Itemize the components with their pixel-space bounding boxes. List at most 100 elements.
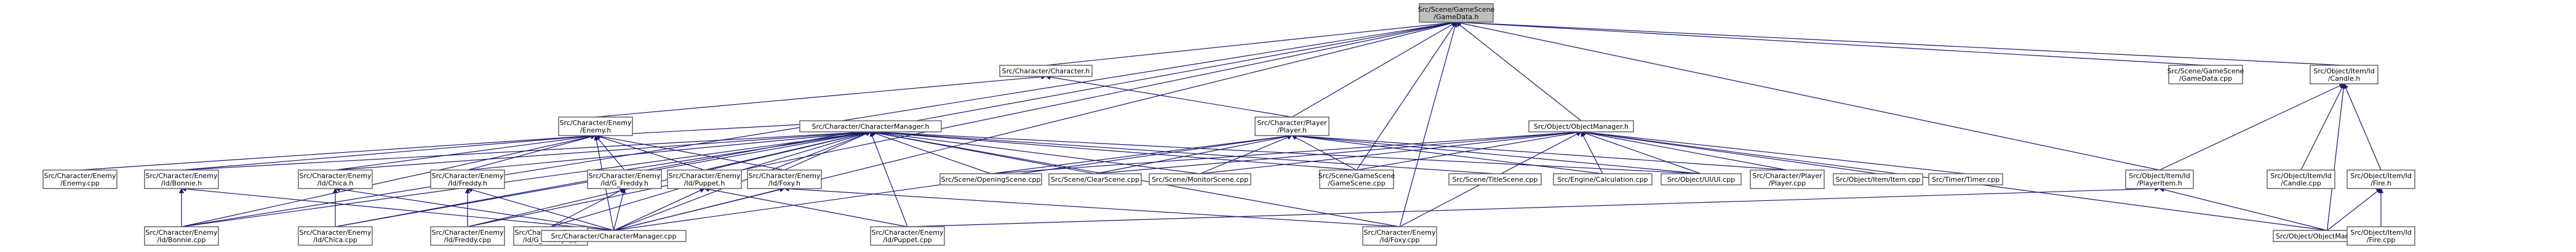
node-box bbox=[747, 169, 822, 189]
node-box bbox=[1528, 120, 1634, 132]
edge-line bbox=[704, 187, 908, 227]
edge-player_h-to-gamedata_h bbox=[1291, 22, 1457, 118]
node-bonnie-cpp[interactable]: Src/Character/Enemy/Id/Bonnie.cpp bbox=[144, 226, 219, 246]
node-monitor-cpp[interactable]: Src/Scene/MonitorScene.cpp bbox=[1149, 173, 1251, 185]
node-fire-cpp[interactable]: Src/Object/Item/Id/Fire.cpp bbox=[2347, 226, 2415, 246]
node-charmgr-cpp[interactable]: Src/Character/CharacterManager.cpp bbox=[541, 230, 687, 242]
edge-playeritem_h-to-gamedata_h bbox=[1456, 20, 2160, 171]
node-gamedata-cpp[interactable]: Src/Scene/GameScene/GameData.cpp bbox=[2167, 65, 2244, 84]
node-label-line: Src/Character/Player bbox=[1752, 172, 1822, 180]
node-enemy-h[interactable]: Src/Character/Enemy/Enemy.h bbox=[558, 116, 633, 136]
node-chica-h[interactable]: Src/Character/Enemy/Id/Chica.h bbox=[298, 169, 373, 189]
edge-freddy_cpp-to-gamedata_h bbox=[467, 20, 1457, 227]
edge-line bbox=[613, 131, 871, 231]
node-calc-cpp[interactable]: Src/Engine/Calculation.cpp bbox=[1553, 173, 1653, 185]
node-label-line: /Candle.h bbox=[2328, 75, 2360, 83]
node-label-line: Src/Character/Enemy bbox=[146, 229, 218, 237]
node-box bbox=[1661, 173, 1742, 185]
edge-foxy_h-to-charmgr_h bbox=[784, 131, 871, 171]
edge-opening_cpp-to-charmgr_h bbox=[870, 131, 991, 174]
edge-line bbox=[2159, 83, 2345, 171]
node-candle-cpp[interactable]: Src/Object/Item/Id/Candle.cpp bbox=[2267, 169, 2335, 189]
node-clear-cpp[interactable]: Src/Scene/ClearScene.cpp bbox=[1048, 173, 1142, 185]
node-box bbox=[2267, 169, 2335, 189]
node-fire-h[interactable]: Src/Object/Item/Id/Fire.h bbox=[2347, 169, 2415, 189]
edge-calc_cpp-to-objmgr_h bbox=[1581, 131, 1603, 174]
node-label-line: Src/Object/Item/Id bbox=[2350, 172, 2412, 180]
node-label-line: /Id/Freddy.h bbox=[448, 179, 487, 187]
node-label-line: Src/Scene/GameScene bbox=[1418, 6, 1495, 14]
node-puppet-cpp[interactable]: Src/Character/Enemy/Id/Puppet.cpp bbox=[870, 226, 945, 246]
edge-player_cpp-to-player_h bbox=[1291, 133, 1788, 171]
node-enemy-cpp[interactable]: Src/Character/Enemy/Enemy.cpp bbox=[42, 169, 118, 189]
node-box bbox=[298, 169, 373, 189]
node-box bbox=[1750, 169, 1825, 189]
node-playeritem-h[interactable]: Src/Object/Item/Id/PlayerItem.h bbox=[2125, 169, 2194, 189]
edge-line bbox=[181, 129, 871, 171]
edge-line bbox=[181, 133, 596, 171]
node-ui-cpp[interactable]: Src/Object/UI/UI.cpp bbox=[1661, 173, 1742, 185]
edge-foxy_cpp-to-gamedata_h bbox=[1399, 22, 1458, 227]
node-opening-cpp[interactable]: Src/Scene/OpeningScene.cpp bbox=[939, 173, 1042, 185]
edge-line bbox=[467, 129, 871, 171]
node-box bbox=[1319, 169, 1394, 189]
edge-line bbox=[869, 131, 908, 227]
node-box bbox=[2125, 169, 2194, 189]
node-label-line: Src/Character/CharacterManager.h bbox=[811, 123, 929, 131]
edge-line bbox=[1356, 130, 1582, 171]
edge-line bbox=[1581, 129, 1878, 174]
node-title-cpp[interactable]: Src/Scene/TitleScene.cpp bbox=[1448, 173, 1542, 185]
edge-bonnie_h-to-enemy_h bbox=[181, 133, 596, 171]
node-label-line: Src/Character/Enemy bbox=[300, 172, 372, 180]
edge-candle_cpp-to-candle_h bbox=[2300, 83, 2345, 171]
node-timer-cpp[interactable]: Src/Timer/Timer.cpp bbox=[1928, 173, 2003, 185]
edge-opening_cpp-to-player_h bbox=[991, 133, 1293, 174]
edges-layer bbox=[79, 20, 2384, 231]
edge-line bbox=[1456, 20, 2206, 66]
edge-line bbox=[991, 133, 1293, 174]
edge-gamedata_cpp-to-gamedata_h bbox=[1456, 20, 2206, 66]
node-box bbox=[2347, 226, 2415, 246]
edge-line bbox=[870, 129, 1496, 174]
node-player-cpp[interactable]: Src/Character/Player/Player.cpp bbox=[1750, 169, 1825, 189]
node-charmgr-h[interactable]: Src/Character/CharacterManager.h bbox=[799, 120, 942, 132]
node-chica-cpp[interactable]: Src/Character/Enemy/Id/Chica.cpp bbox=[298, 226, 373, 246]
node-puppet-h[interactable]: Src/Character/Enemy/Id/Puppet.h bbox=[667, 169, 742, 189]
node-label-line: /Fire.h bbox=[2371, 179, 2391, 187]
node-foxy-cpp[interactable]: Src/Character/Enemy/Id/Foxy.cpp bbox=[1362, 226, 1437, 246]
node-gfreddy-h[interactable]: Src/Character/Enemy/Id/G_Freddy.h bbox=[587, 169, 662, 189]
node-label-line: Src/Character/CharacterManager.cpp bbox=[551, 232, 676, 240]
node-bonnie-h[interactable]: Src/Character/Enemy/Id/Bonnie.h bbox=[144, 169, 219, 189]
edge-line bbox=[595, 74, 1047, 118]
node-label-line: /PlayerItem.h bbox=[2137, 179, 2182, 187]
edge-line bbox=[2327, 188, 2382, 231]
node-freddy-h[interactable]: Src/Character/Enemy/Id/Freddy.h bbox=[430, 169, 505, 189]
edge-objmgr_cpp-to-playeritem_h bbox=[2159, 187, 2327, 231]
node-box bbox=[144, 226, 219, 246]
node-character-h[interactable]: Src/Character/Character.h bbox=[999, 65, 1093, 77]
node-candle-h[interactable]: Src/Object/Item/Id/Candle.h bbox=[2310, 65, 2379, 84]
node-label-line: Src/Object/Item/Id bbox=[2350, 229, 2412, 237]
edge-line bbox=[1045, 75, 1293, 118]
node-label-line: Src/Character/Enemy bbox=[432, 172, 504, 180]
node-label-line: Src/Character/Enemy bbox=[589, 172, 661, 180]
node-label-line: /Id/Puppet.cpp bbox=[883, 236, 932, 244]
edge-line bbox=[2159, 187, 2327, 231]
node-objmgr-h[interactable]: Src/Object/ObjectManager.h bbox=[1528, 120, 1634, 132]
node-gamescene-cpp[interactable]: Src/Scene/GameScene/GameScene.cpp bbox=[1318, 169, 1395, 189]
edge-gamescene_cpp-to-objmgr_h bbox=[1356, 130, 1582, 171]
node-item-cpp[interactable]: Src/Object/Item/Item.cpp bbox=[1833, 173, 1923, 185]
edge-player_cpp-to-objmgr_h bbox=[1581, 130, 1788, 171]
node-label-line: /Id/Freddy.cpp bbox=[444, 236, 492, 244]
node-label-line: /Id/Puppet.h bbox=[684, 179, 725, 187]
node-box bbox=[42, 169, 118, 189]
edge-opening_cpp-to-objmgr_h bbox=[991, 129, 1582, 174]
edge-line bbox=[1095, 134, 1293, 174]
node-player-h[interactable]: Src/Character/Player/Player.h bbox=[1254, 116, 1330, 136]
edge-candle_h-to-gamedata_h bbox=[1456, 20, 2345, 66]
node-foxy-h[interactable]: Src/Character/Enemy/Id/Foxy.h bbox=[747, 169, 822, 189]
node-freddy-cpp[interactable]: Src/Character/Enemy/Id/Freddy.cpp bbox=[430, 226, 505, 246]
edge-charmgr_cpp-to-gfreddy_h bbox=[613, 188, 626, 231]
edge-charmgr_cpp-to-charmgr_h bbox=[613, 131, 871, 231]
edge-line bbox=[335, 133, 596, 171]
